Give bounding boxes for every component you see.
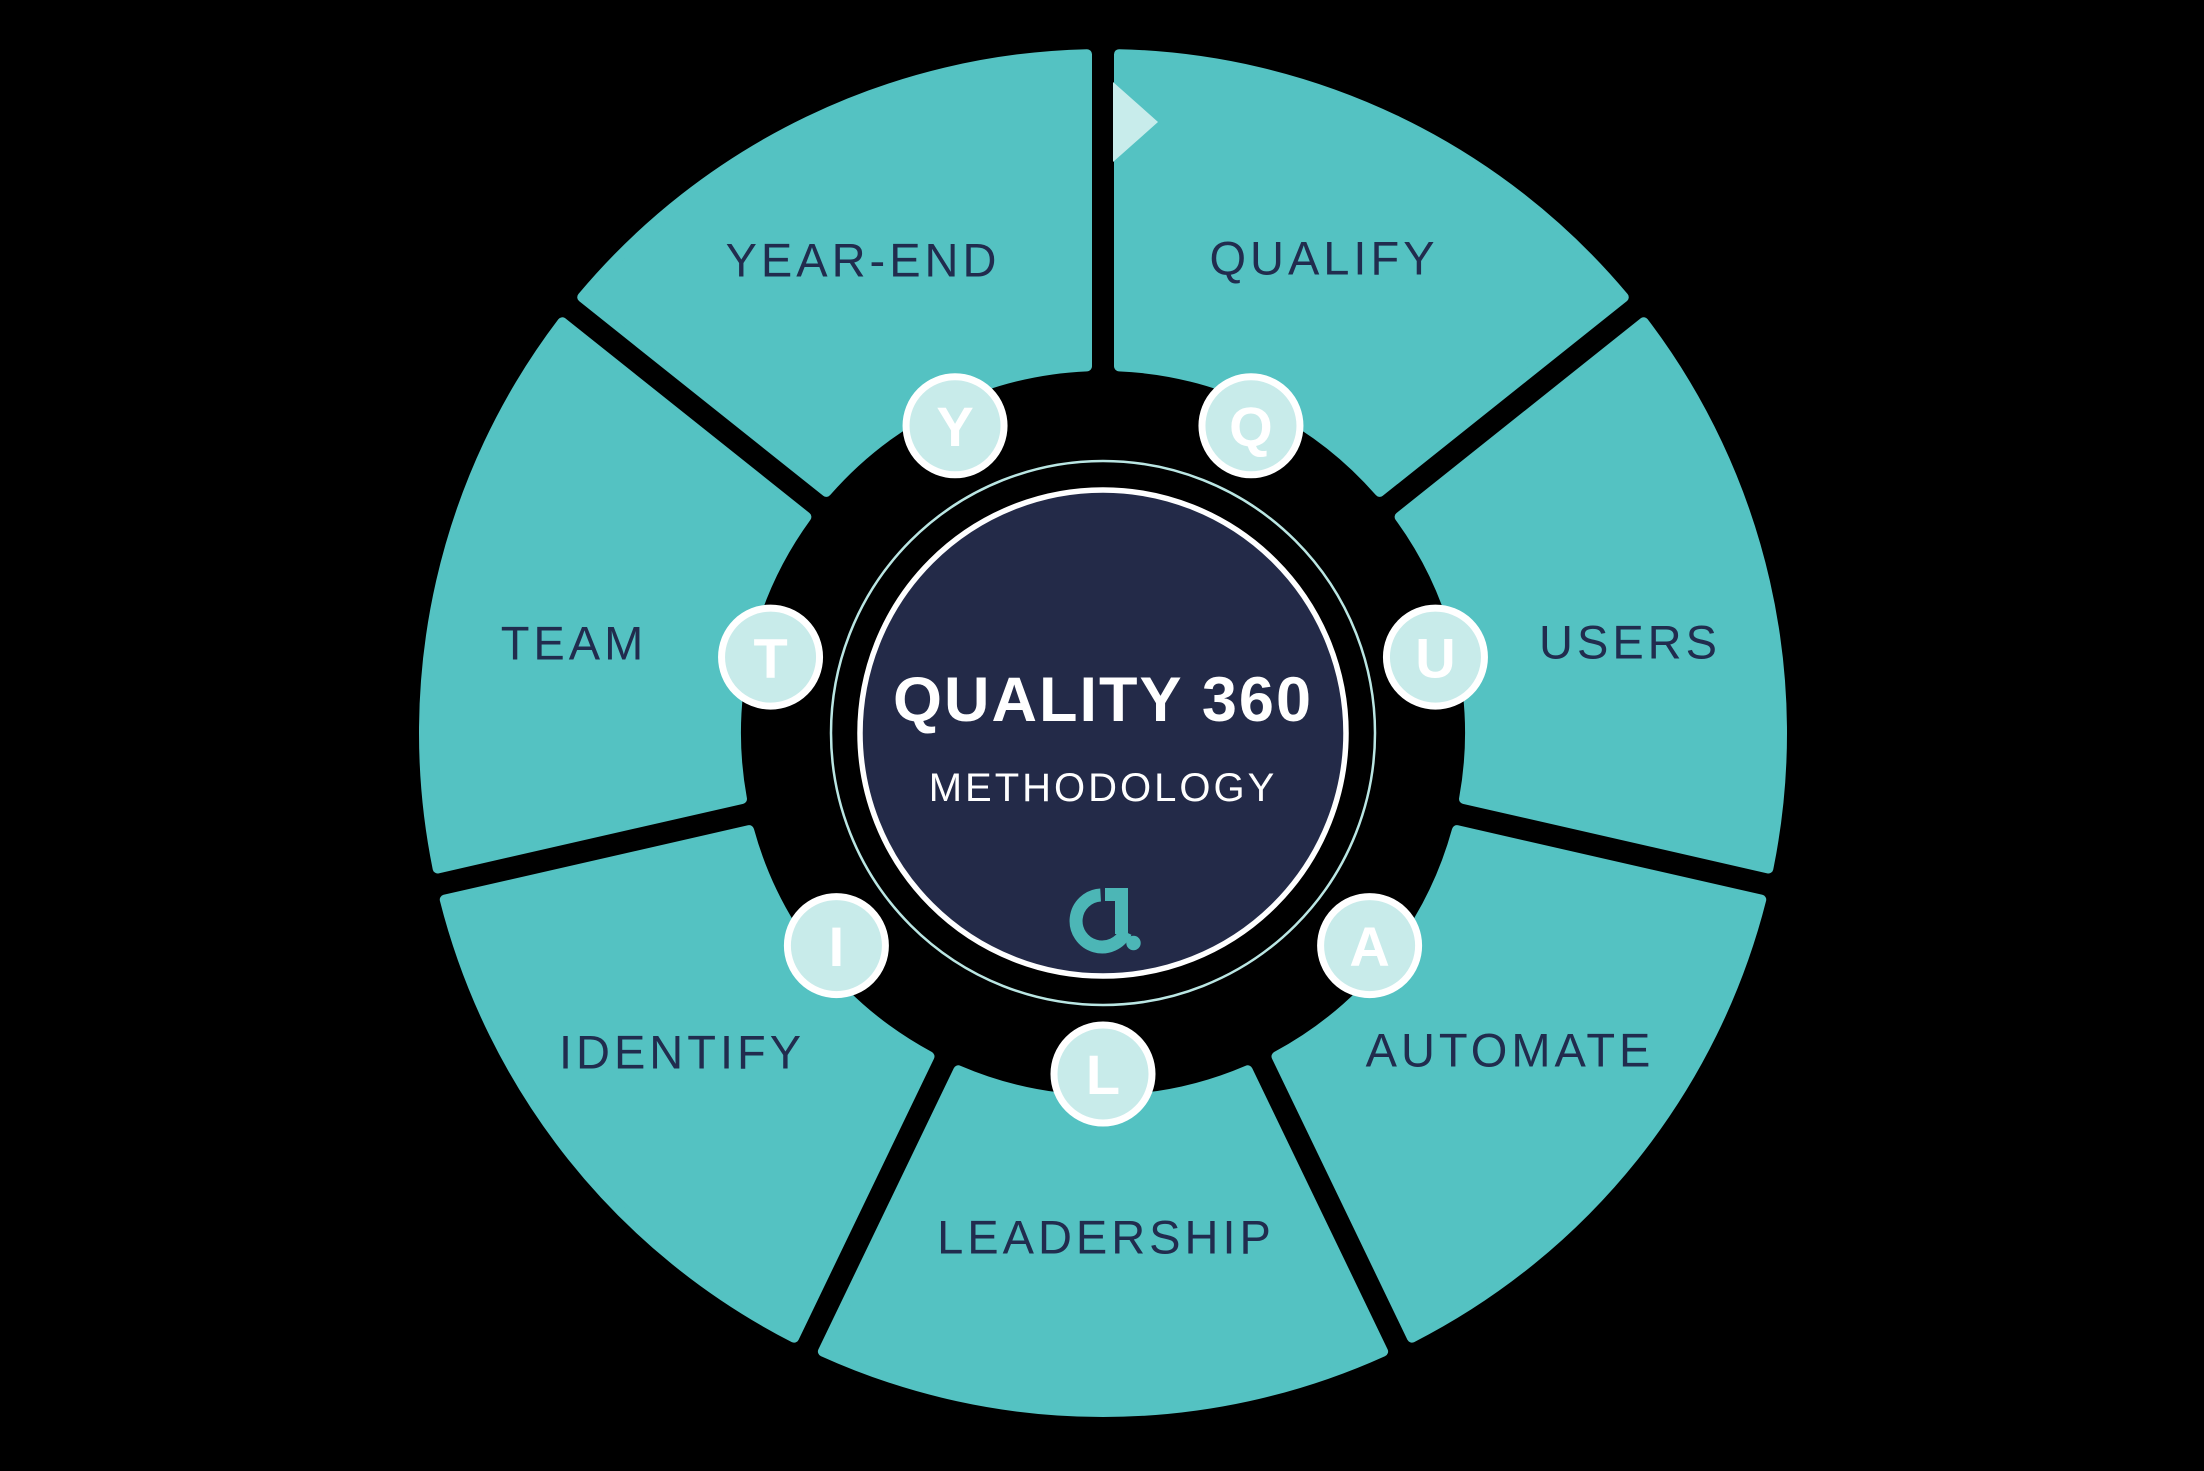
badge-letter: A — [1349, 915, 1389, 978]
badge-circle — [718, 604, 824, 710]
badge-q: Q — [1198, 373, 1304, 479]
hub-subtitle: METHODOLOGY — [929, 766, 1278, 810]
segment-label-qualify: QUALIFY — [1209, 231, 1438, 284]
badge-letter: I — [829, 915, 845, 978]
brand-logo-icon — [1069, 888, 1141, 954]
badge-circle — [1050, 1021, 1156, 1127]
decorative-ring — [829, 459, 1377, 1007]
badge-letter: L — [1086, 1043, 1120, 1106]
badge-circle — [1317, 893, 1423, 999]
badge-letter: Q — [1229, 395, 1273, 458]
badge-circle — [783, 893, 889, 999]
hub-circle — [857, 487, 1349, 979]
badge-l: L — [1050, 1021, 1156, 1127]
badge-circle — [1198, 373, 1304, 479]
badge-circle — [1382, 604, 1488, 710]
segment-label-leadership: LEADERSHIP — [937, 1210, 1275, 1263]
segment-label-automate: AUTOMATE — [1366, 1023, 1655, 1076]
badge-letter: T — [753, 626, 787, 689]
badge-u: U — [1382, 604, 1488, 710]
badges-and-labels-layer: Q QUALIFY U USERS A AUTOMATE L LEADERSHIP I IDENT… — [501, 231, 1721, 1263]
segment-label-identify: IDENTIFY — [559, 1025, 805, 1078]
badge-circle — [902, 373, 1008, 479]
start-arrow-icon — [1113, 82, 1158, 162]
badge-i: I — [783, 893, 889, 999]
badge-a: A — [1317, 893, 1423, 999]
segment-label-team: TEAM — [501, 616, 648, 669]
badge-y: Y — [902, 373, 1008, 479]
badge-letter: U — [1415, 626, 1455, 689]
badge-t: T — [718, 604, 824, 710]
segment-label-users: USERS — [1539, 615, 1721, 668]
badge-letter: Y — [936, 395, 973, 458]
segment-label-year-end: YEAR-END — [726, 233, 1001, 286]
hub-title: QUALITY 360 — [893, 665, 1313, 735]
